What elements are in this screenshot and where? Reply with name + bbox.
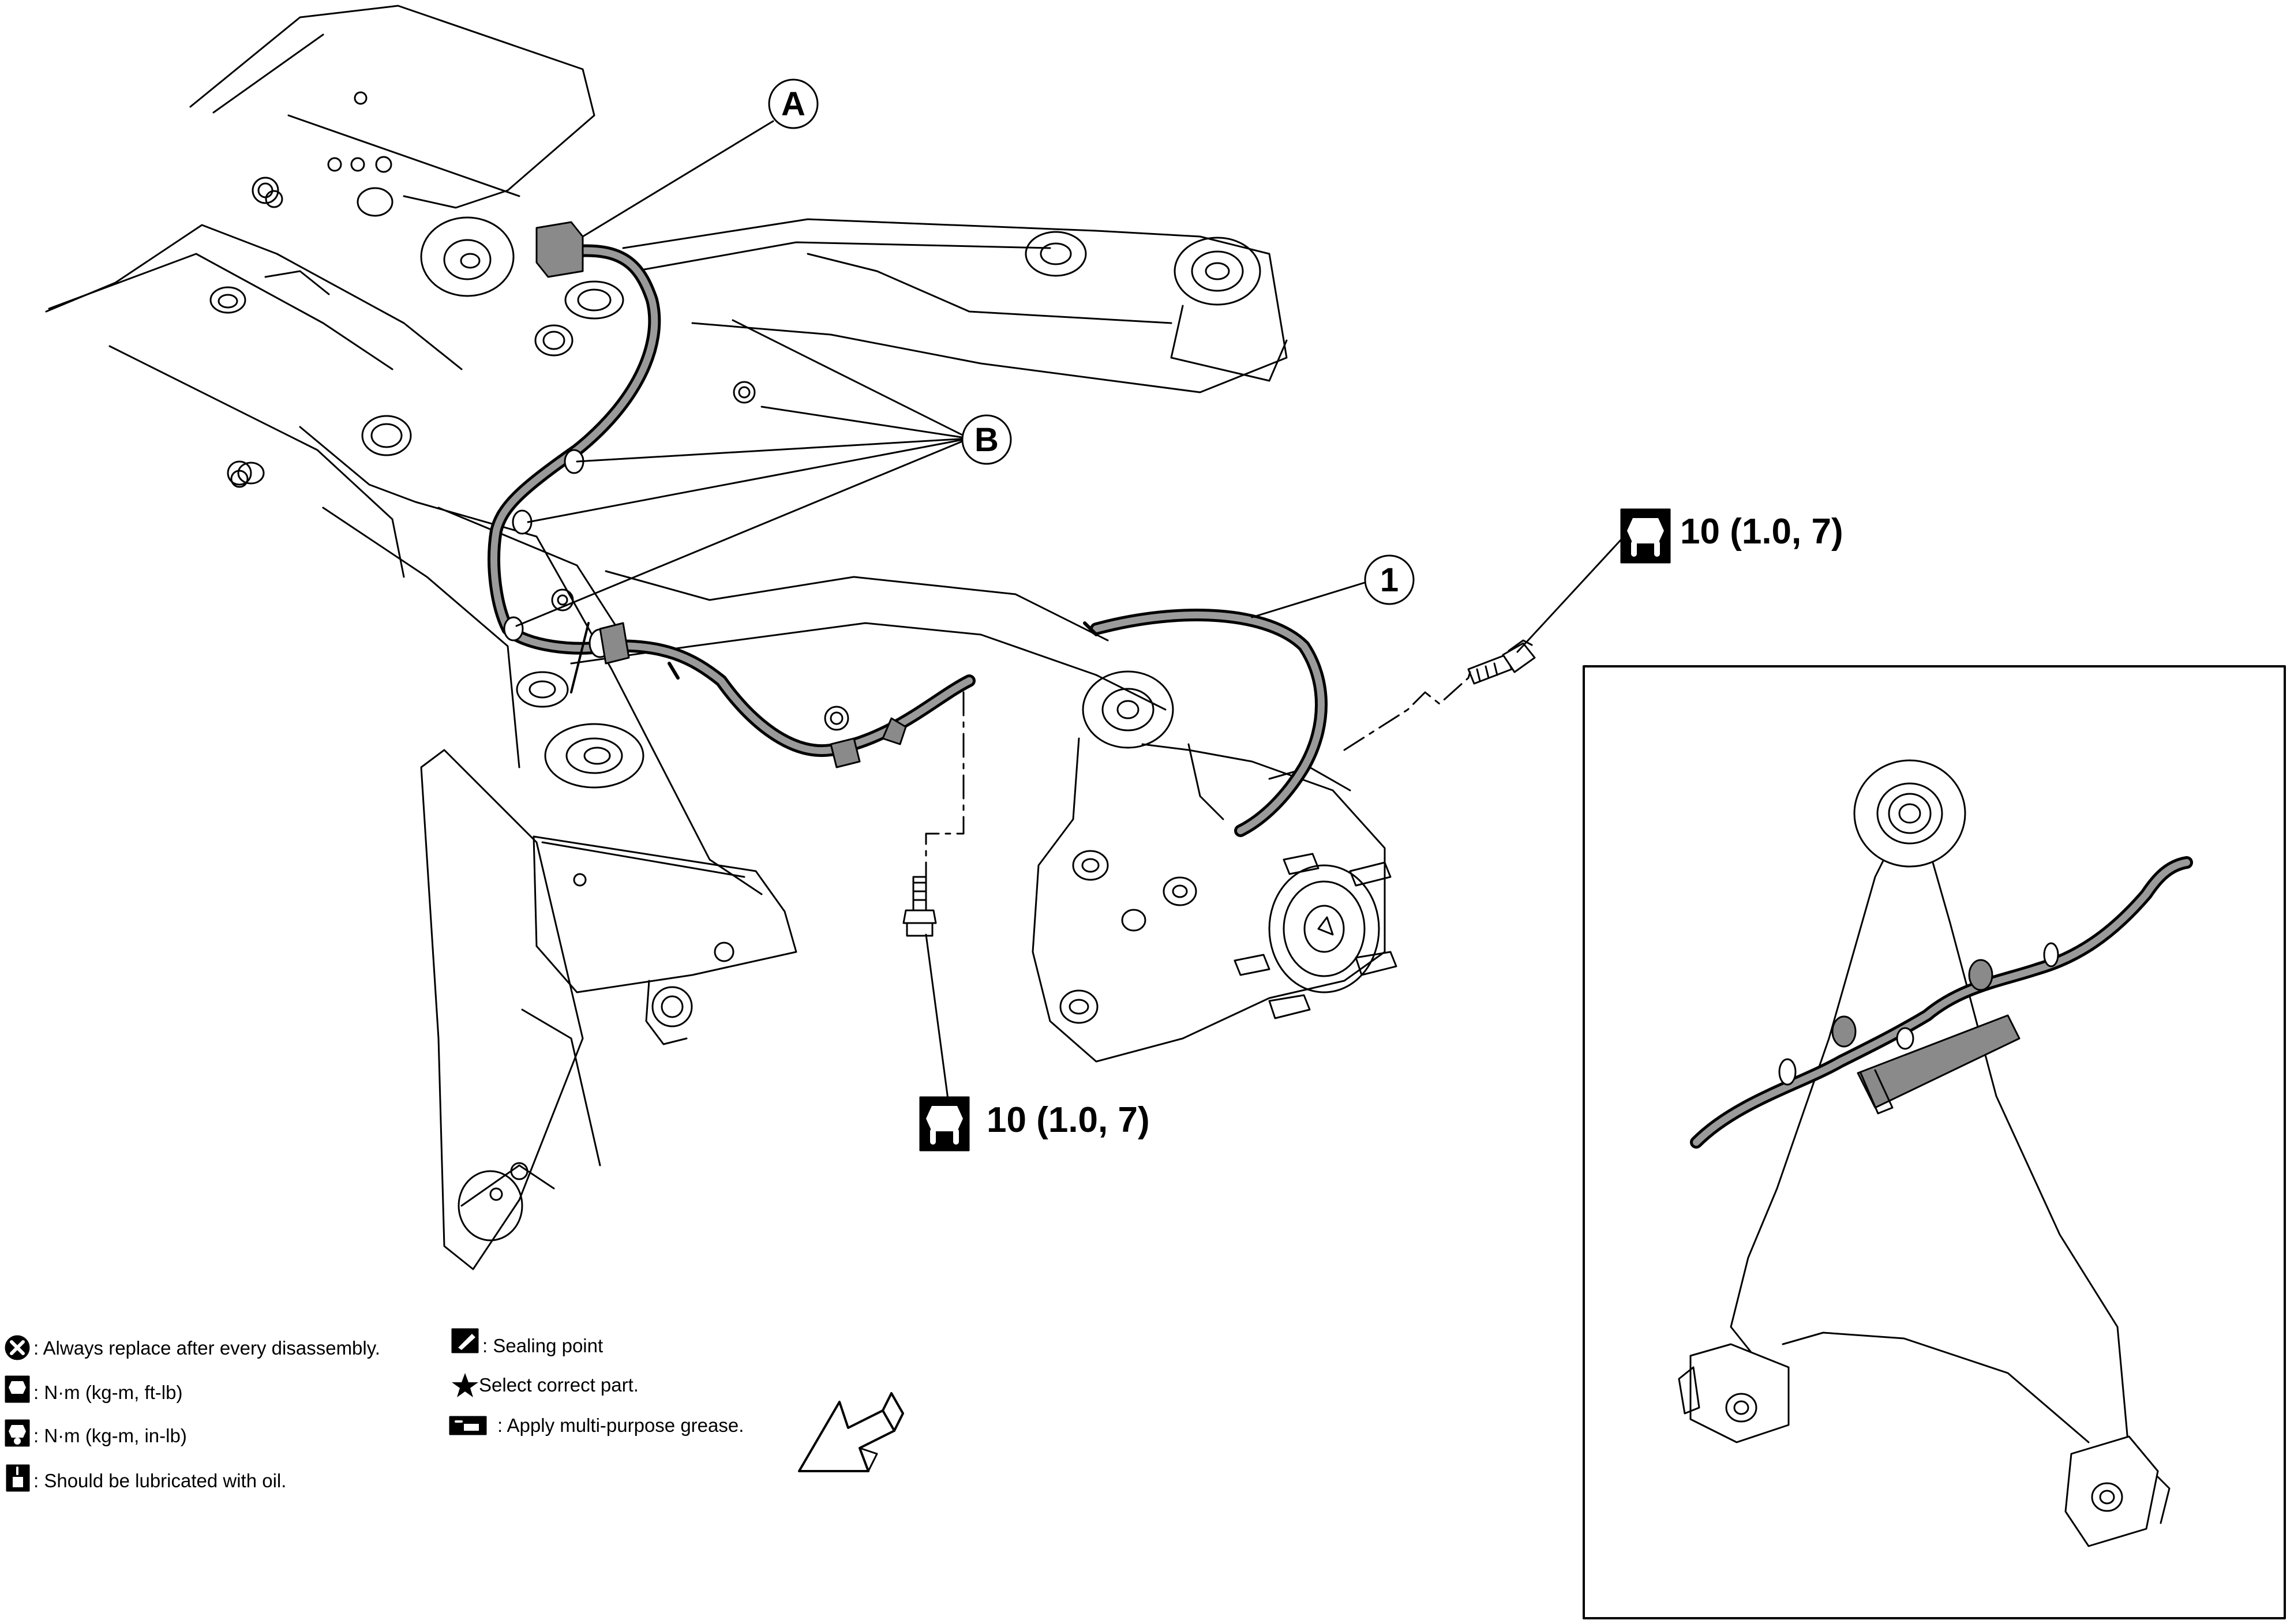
torque-ft-lb-icon [1620,508,1671,564]
lubricate-oil-icon [6,1464,30,1492]
torque-label-lower: 10 (1.0, 7) [919,1096,1150,1152]
legend: : Always replace after every disassembly… [5,1328,744,1492]
suspension-member-drawing [45,5,849,1270]
callout-a: A [768,78,819,129]
torque-ft-lb-icon [919,1096,970,1152]
sealing-point-icon [451,1328,479,1353]
connector-a [535,221,584,278]
detail-inset [1583,665,2286,1619]
svg-text:10 (1.0, 7): 10 (1.0, 7) [987,1100,1150,1140]
torque-label-upper: 10 (1.0, 7) [1620,508,1843,564]
lower-arm-drawing [570,570,1174,749]
svg-text:: Sealing point: : Sealing point [482,1335,603,1356]
svg-text:: Always replace after every d: : Always replace after every disassembly… [33,1337,380,1359]
callout-b: B [961,414,1012,465]
svg-text:: Apply multi-purpose grease.: : Apply multi-purpose grease. [497,1415,744,1436]
bolt-lower [902,876,937,937]
svg-text:Select correct part.: Select correct part. [479,1374,639,1396]
bolt-right [1467,639,1536,685]
always-replace-icon [5,1335,30,1360]
svg-text:1: 1 [1380,561,1399,599]
install-leader-lines [925,677,1470,878]
upper-link-drawing [622,218,1288,393]
steering-knuckle-drawing [1032,737,1397,1063]
sensor-harness [488,221,1328,837]
svg-text:A: A [781,85,805,123]
svg-text:B: B [974,421,999,459]
torque-in-lb-icon [5,1419,30,1447]
front-direction-arrow-icon [798,1392,904,1472]
svg-text:: N·m (kg-m, in-lb): : N·m (kg-m, in-lb) [33,1425,187,1446]
svg-text:: N·m (kg-m, ft-lb): : N·m (kg-m, ft-lb) [33,1382,182,1403]
torque-ft-lb-icon [5,1375,30,1403]
grease-icon [449,1416,487,1435]
svg-text:: Should be lubricated with oi: : Should be lubricated with oil. [33,1470,286,1491]
star-icon [452,1373,478,1397]
clip-c [1857,1014,2021,1109]
svg-text:10 (1.0, 7): 10 (1.0, 7) [1680,512,1843,552]
callout-1: 1 [1364,554,1415,605]
